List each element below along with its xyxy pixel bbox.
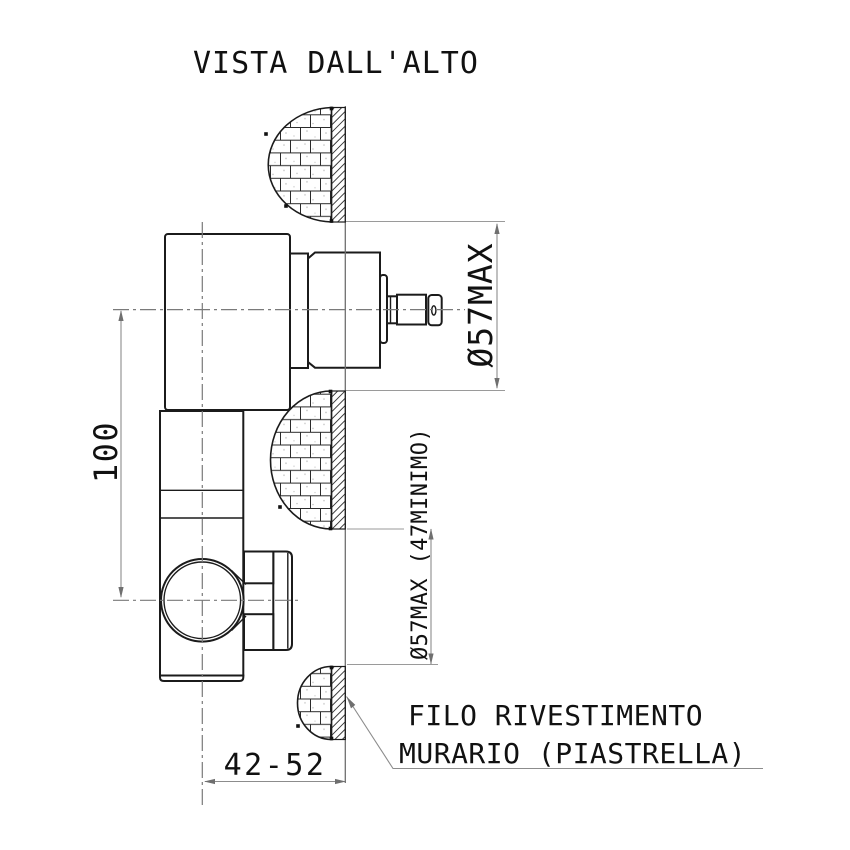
bracket-chamfer-top [231,569,247,586]
plaster-hatch-top [330,106,346,223]
dimension-hole-upper: Ø57MAX [346,221,505,391]
bracket-prong-top [243,550,275,585]
arrow-down-icon [494,378,500,389]
dimension-hole-lower: Ø57MAX (47MINIMO) [347,428,438,665]
dim-hole-upper-label: Ø57MAX [461,242,500,367]
spline-dot [329,736,334,741]
body-connector-collar [289,252,309,369]
spline-dot [329,219,334,223]
brick-fill-middle [269,390,333,530]
bracket-prong-bottom [243,613,275,652]
wall-finish-note-line2: MURARIO (PIASTRELLA) [399,737,746,770]
spline-dot [264,132,268,136]
spline-dot [329,665,334,670]
wall-section-bottom [296,665,346,741]
body-main-block [164,233,291,411]
plaster-hatch-middle [330,390,346,530]
bracket-chamfer-bottom [231,615,247,631]
arrow-up-icon [428,528,434,540]
body-bottom-cap [159,674,245,682]
spline-dot [278,505,282,509]
wall-finish-note-line1: FILO RIVESTIMENTO [408,699,703,732]
arrow-right-icon [335,778,346,785]
arrow-down-icon [428,653,434,665]
leader-arrow-icon [346,696,356,709]
wall-section-middle [269,389,346,531]
spline-dot [284,204,288,208]
arrow-down-icon [118,587,124,598]
arrow-up-icon [494,223,500,234]
wall-sections [264,106,346,783]
wall-section-top [264,106,346,223]
centerlines [113,222,465,808]
brick-fill-bottom [296,665,333,741]
dim-depth-range-label: 42-52 [224,748,327,783]
drawing-title: VISTA DALL'ALTO [193,46,479,81]
dimension-center-distance: 100 [87,310,125,598]
arrow-left-icon [204,778,215,785]
brick-fill-top [267,106,333,223]
spline-dot [328,526,333,531]
dim-center-distance-label: 100 [87,421,125,483]
arrow-up-icon [118,310,124,321]
spline-dot [328,389,333,394]
mixer-body [159,233,443,682]
labels: VISTA DALL'ALTO FILO RIVESTIMENTO MURARI… [193,46,746,770]
spline-dot [329,106,334,111]
stem-slot [430,305,437,316]
dimension-depth-range: 42-52 [204,748,346,785]
spline-dot [296,724,300,728]
dim-hole-lower-label: Ø57MAX (47MINIMO) [408,428,433,660]
wall-finish-leader [346,696,763,770]
dimensions: 100 Ø57MAX Ø57MAX (47MINIMO) 42-52 [87,221,763,785]
plaster-hatch-bottom [330,665,346,741]
